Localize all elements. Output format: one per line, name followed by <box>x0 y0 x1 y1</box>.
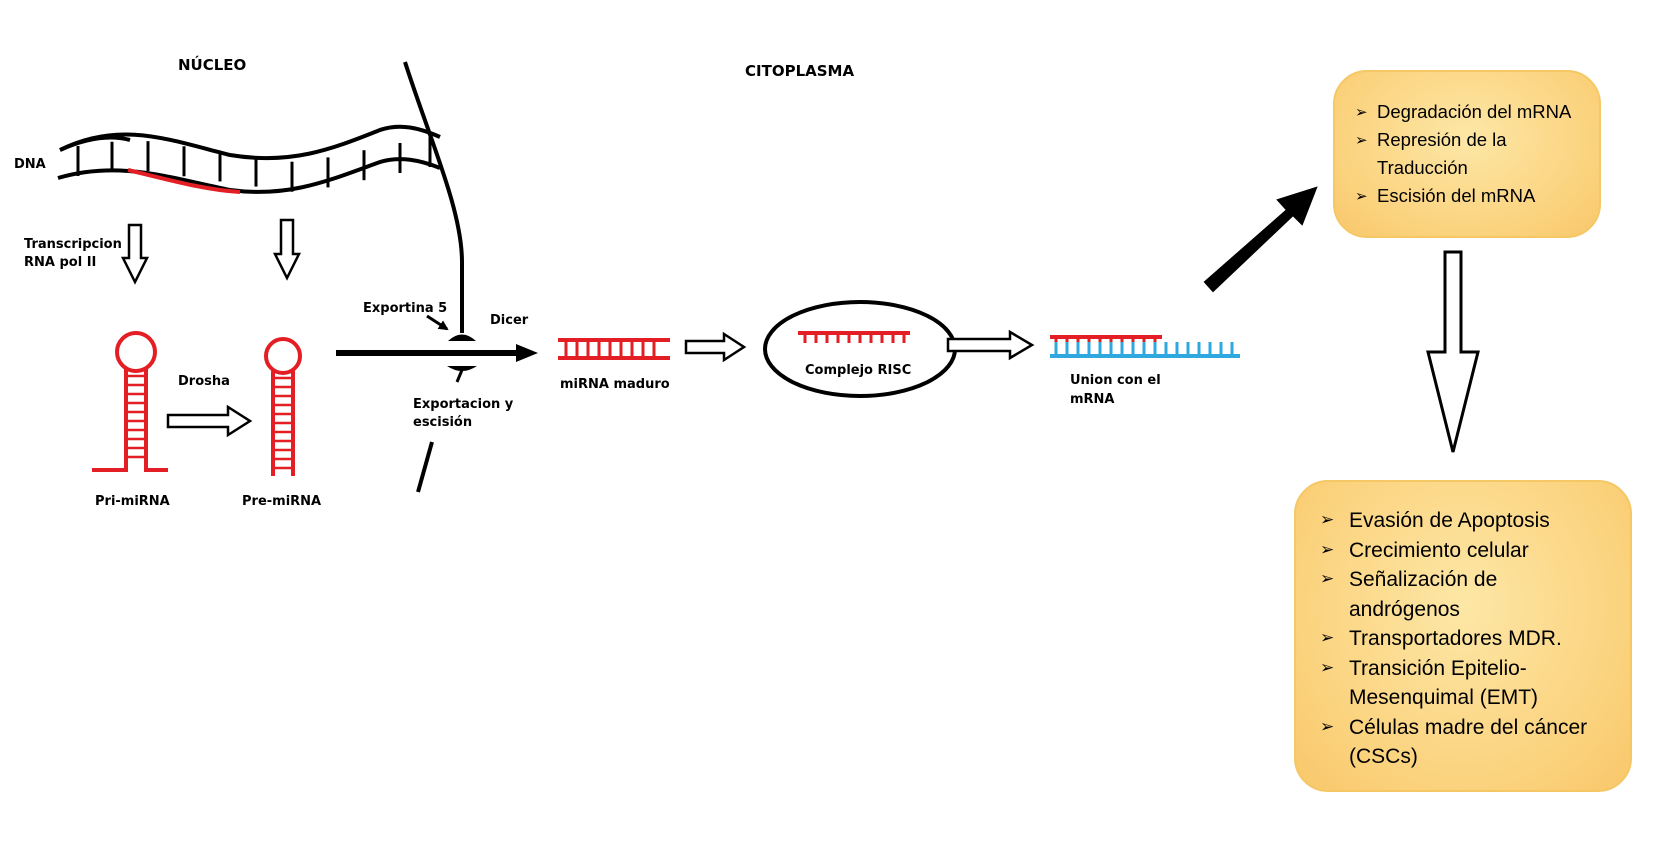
transcription-label-line2: RNA pol II <box>24 255 96 270</box>
outcome-item-text: Crecimiento celular <box>1349 538 1529 562</box>
mechanism-item-text: Represión de la Traducción <box>1377 129 1507 178</box>
drosha-label: Drosha <box>178 374 230 389</box>
outcome-item-text: Transportadores MDR. <box>1349 627 1562 650</box>
pri-mirna-label: Pri-miRNA <box>95 494 170 509</box>
transcription-arrow-left <box>120 223 150 285</box>
dna-gene-segment <box>127 168 241 194</box>
dicer-label: Dicer <box>490 313 529 328</box>
export-label-line2: escisión <box>413 415 472 430</box>
chevron-bullet-icon: ➢ <box>1320 657 1335 678</box>
exportin-5-pore <box>447 334 477 383</box>
outcome-item-4: ➢ Transportadores MDR. <box>1320 624 1612 654</box>
chevron-bullet-icon: ➢ <box>1355 103 1368 121</box>
risc-label: Complejo RISC <box>805 363 911 378</box>
mechanisms-list: ➢ Degradación del mRNA ➢ Represión de la Tr… <box>1355 98 1581 210</box>
chevron-bullet-icon: ➢ <box>1320 716 1335 737</box>
mechanism-item-text: Degradación del mRNA <box>1377 101 1572 122</box>
outcome-item-text: Evasión de Apoptosis <box>1349 509 1550 532</box>
transcription-label-line1: Transcripcion <box>24 237 122 252</box>
mature-mirna-label: miRNA maduro <box>560 377 670 392</box>
transcription-arrow-right <box>272 218 302 281</box>
dna-label: DNA <box>14 157 46 172</box>
outcome-item-6: ➢ Células madre del cáncer (CSCs) <box>1320 713 1612 772</box>
vertical-arrow-to-outcomes <box>1426 250 1480 453</box>
mrna-binding-label-line2: mRNA <box>1070 392 1115 407</box>
mechanism-item-2: ➢ Represión de la Traducción <box>1355 126 1581 182</box>
pre-mirna-label: Pre-miRNA <box>242 494 321 509</box>
outcome-item-text: Señalización de andrógenos <box>1349 568 1498 621</box>
diagonal-arrow-to-effects <box>1203 186 1318 293</box>
outcome-item-1: ➢ Evasión de Apoptosis <box>1320 506 1612 536</box>
outcomes-list: ➢ Evasión de Apoptosis ➢ Crecimiento celula… <box>1320 506 1612 772</box>
outcome-item-5: ➢ Transición Epitelio-Mesenquimal (EMT) <box>1320 654 1612 713</box>
cancer-outcomes-box: ➢ Evasión de Apoptosis ➢ Crecimiento celula… <box>1294 480 1632 792</box>
chevron-bullet-icon: ➢ <box>1355 187 1368 205</box>
risc-complex <box>763 300 957 398</box>
outcome-item-3: ➢ Señalización de andrógenos <box>1320 565 1612 624</box>
pri-mirna-hairpin <box>92 331 168 472</box>
mrna-binding-label-line1: Union con el <box>1070 373 1161 388</box>
arrow-to-mrna-binding <box>946 329 1035 361</box>
mechanism-item-1: ➢ Degradación del mRNA <box>1355 98 1581 126</box>
export-label-line1: Exportacion y <box>413 397 514 412</box>
export-arrow <box>336 344 538 362</box>
dna-strand <box>57 124 441 194</box>
chevron-bullet-icon: ➢ <box>1355 131 1368 149</box>
pre-mirna-hairpin <box>264 337 302 476</box>
chevron-bullet-icon: ➢ <box>1320 569 1335 589</box>
chevron-bullet-icon: ➢ <box>1320 510 1335 530</box>
outcome-item-text: Células madre del cáncer (CSCs) <box>1349 715 1588 769</box>
outcome-item-2: ➢ Crecimiento celular <box>1320 536 1612 566</box>
exportin-pointer-arrow <box>426 314 449 331</box>
drosha-arrow <box>166 404 253 438</box>
outcome-item-text: Transición Epitelio-Mesenquimal (EMT) <box>1349 656 1539 710</box>
nuclear-membrane <box>403 61 464 493</box>
cytoplasm-heading: CITOPLASMA <box>745 62 854 80</box>
mechanisms-box: ➢ Degradación del mRNA ➢ Represión de la Tr… <box>1333 70 1601 238</box>
exportin-label: Exportina 5 <box>363 301 447 316</box>
nucleus-heading: NÚCLEO <box>178 55 246 74</box>
chevron-bullet-icon: ➢ <box>1320 628 1335 648</box>
mature-mirna-duplex <box>558 338 670 360</box>
arrow-to-risc <box>684 331 747 363</box>
mechanism-item-text: Escisión del mRNA <box>1377 185 1536 206</box>
mechanism-item-3: ➢ Escisión del mRNA <box>1355 182 1581 210</box>
chevron-bullet-icon: ➢ <box>1320 539 1335 560</box>
mirna-mrna-binding <box>1050 335 1240 358</box>
